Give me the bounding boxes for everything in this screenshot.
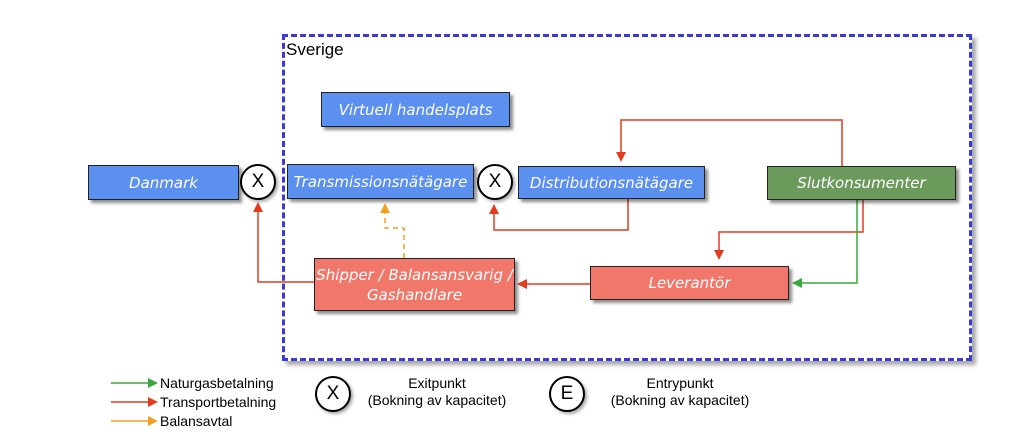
legend-exit-text: Exitpunkt (Bokning av kapacitet) [357, 375, 517, 409]
legend-label-naturgas: Naturgasbetalning [160, 375, 274, 391]
exit-point-transmission: X [477, 164, 513, 200]
arrow-slut-to-leverantor [714, 200, 864, 260]
legend-entry-title: Entrypunkt [646, 375, 714, 391]
box-distributionsnatagare: Distributionsnätägare [518, 166, 705, 199]
arrow-shipper-to-exit [253, 202, 314, 283]
sverige-region [282, 34, 972, 361]
legend-entry-text: Entrypunkt (Bokning av kapacitet) [600, 375, 760, 409]
box-danmark: Danmark [88, 165, 239, 200]
box-virtuell-handelsplats: Virtuell handelsplats [321, 92, 510, 127]
box-transmissionsnatagare: Transmissionsnätägare [287, 164, 474, 199]
shipper-line-2: Gashandlare [366, 285, 463, 304]
legend-label-transport: Transportbetalning [160, 394, 277, 410]
arrow-shipper-to-transmission [380, 203, 405, 258]
exit-point-danmark: X [240, 164, 276, 200]
box-shipper: Shipper / Balansansvarig / Gashandlare [314, 258, 515, 311]
legend-exit-subtitle: (Bokning av kapacitet) [367, 392, 507, 408]
legend-exit-title: Exitpunkt [408, 375, 466, 391]
box-leverantor: Leverantör [590, 266, 789, 300]
arrow-distribution-to-exit [489, 199, 629, 231]
legend-entry-symbol: E [549, 376, 585, 412]
legend-label-balans: Balansavtal [160, 413, 233, 429]
legend-entry-subtitle: (Bokning av kapacitet) [610, 392, 750, 408]
legend-exit-symbol: X [315, 376, 351, 412]
arrow-slut-to-distribution [616, 119, 843, 166]
shipper-line-1: Shipper / Balansansvarig / [316, 265, 513, 284]
box-slutkonsumenter: Slutkonsumenter [767, 166, 956, 200]
sverige-label: Sverige [286, 40, 344, 59]
arrow-slut-to-leverantor-green [792, 200, 858, 288]
